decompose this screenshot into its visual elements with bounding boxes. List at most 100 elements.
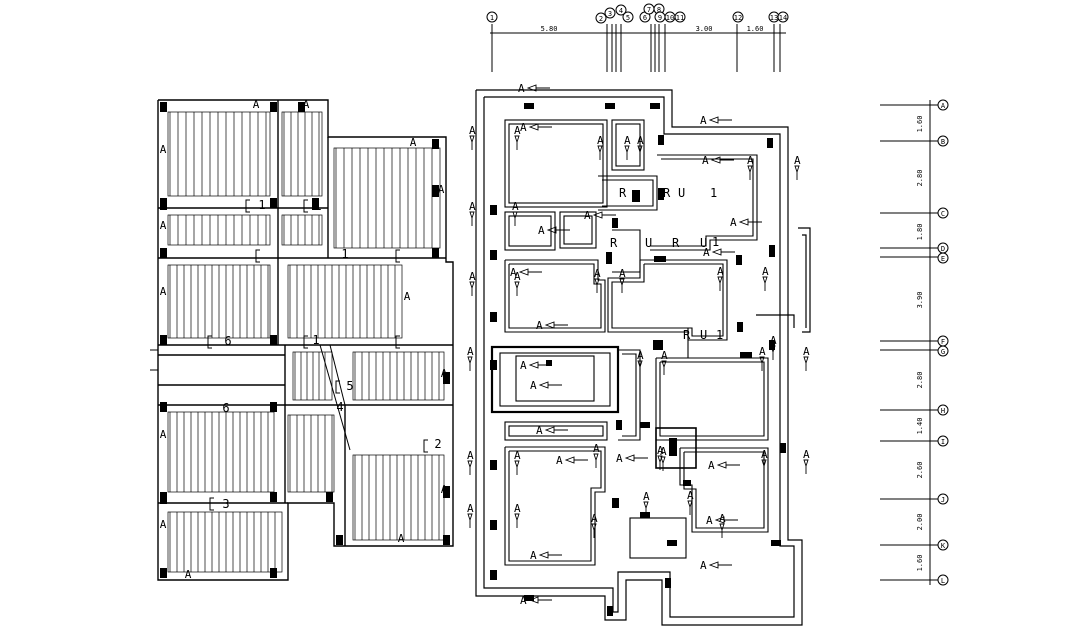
section-arrow-icon — [619, 278, 625, 293]
detail-label: R — [683, 328, 691, 342]
dimension-text: 1.40 — [916, 418, 924, 435]
section-arrow-icon — [544, 321, 568, 329]
top-grid-axis — [490, 24, 786, 72]
detail-label: 1 — [712, 235, 719, 249]
grid-label: A — [941, 102, 946, 110]
section-mark: A — [467, 449, 474, 462]
grid-bubble-1 — [486, 11, 498, 23]
section-arrow-icon — [593, 453, 599, 468]
section-arrow-icon — [747, 165, 753, 180]
grid-label: 10 — [666, 14, 674, 22]
grid-bubble-3 — [604, 7, 616, 19]
right-grid-axis — [880, 100, 938, 585]
grid-label: D — [941, 245, 945, 253]
section-mark: A — [538, 224, 545, 237]
section-mark: A — [593, 442, 600, 455]
section-mark: A — [624, 134, 631, 147]
grid-label: C — [941, 210, 945, 218]
section-mark: A — [410, 136, 417, 149]
grid-label: L — [941, 577, 945, 585]
section-arrow-icon — [564, 456, 588, 464]
section-arrow-icon — [761, 459, 767, 474]
section-arrow-icon — [643, 501, 649, 516]
grid-label: 6 — [643, 14, 647, 22]
right-grid-bubbles — [937, 99, 949, 586]
section-arrow-icon — [538, 551, 562, 559]
zone-label: 1 — [258, 198, 265, 212]
section-mark: A — [441, 367, 448, 380]
grid-label: K — [941, 542, 946, 550]
section-mark: A — [661, 349, 668, 362]
zone-label: 1 — [341, 247, 348, 261]
section-arrow-icon — [660, 456, 666, 471]
right-plan-detail-labels: R R U 1 R U R U 1 R U 1 — [610, 186, 723, 342]
section-arrow-icon — [637, 145, 643, 160]
grid-label: H — [941, 407, 945, 415]
section-arrow-icon — [716, 461, 740, 469]
grid-bubble-14 — [777, 11, 789, 23]
grid-label: 7 — [647, 6, 651, 14]
section-arrow-icon — [708, 116, 732, 124]
zone-label: 1 — [312, 333, 319, 347]
section-arrow-icon — [624, 454, 648, 462]
section-mark: A — [637, 349, 644, 362]
section-mark: A — [687, 489, 694, 502]
section-mark: A — [438, 183, 445, 196]
right-plan-section-arrows — [467, 84, 809, 604]
grid-label: I — [941, 438, 945, 446]
section-mark: A — [253, 98, 260, 111]
joist-field — [167, 214, 271, 246]
section-mark: A — [467, 345, 474, 358]
section-mark: A — [514, 449, 521, 462]
section-arrow-icon — [526, 84, 550, 92]
section-mark: A — [520, 359, 527, 372]
detail-label: 1 — [716, 328, 723, 342]
section-arrow-icon — [794, 165, 800, 180]
left-plan-brackets — [150, 199, 428, 511]
grid-label: 2 — [599, 15, 603, 23]
section-mark: A — [518, 82, 525, 95]
grid-label: E — [941, 255, 945, 263]
dimension-text: 2.60 — [916, 462, 924, 479]
zone-label: 1 — [314, 199, 321, 213]
grid-label: F — [941, 338, 945, 346]
section-mark: A — [706, 514, 713, 527]
detail-label: U — [678, 186, 685, 200]
section-arrow-icon — [657, 455, 663, 470]
section-arrow-icon — [738, 218, 762, 226]
section-mark: A — [160, 219, 167, 232]
section-arrow-icon — [467, 513, 473, 528]
section-mark: A — [185, 568, 192, 581]
detail-label: R — [663, 186, 671, 200]
zone-label: 6 — [222, 401, 229, 415]
section-mark: A — [469, 124, 476, 137]
section-mark: A — [530, 379, 537, 392]
detail-label: U — [700, 328, 707, 342]
joist-field — [352, 454, 445, 541]
section-mark: A — [160, 285, 167, 298]
detail-label: R — [619, 186, 627, 200]
section-mark: A — [597, 134, 604, 147]
section-mark: A — [469, 270, 476, 283]
dimension-text: 1.80 — [916, 224, 924, 241]
grid-label: G — [941, 348, 945, 356]
section-arrow-icon — [512, 211, 518, 226]
section-arrow-icon — [637, 360, 643, 375]
dimension-text: 1.60 — [747, 25, 764, 33]
dimension-text: 3.00 — [696, 25, 713, 33]
section-arrow-icon — [514, 513, 520, 528]
section-mark: A — [794, 154, 801, 167]
zone-label: 6 — [224, 334, 231, 348]
section-arrow-icon — [594, 278, 600, 293]
right-plan-rooms — [490, 119, 769, 566]
section-arrow-icon — [717, 276, 723, 291]
joist-field — [167, 264, 271, 339]
zone-label: 5 — [346, 379, 353, 393]
section-mark: A — [530, 549, 537, 562]
grid-label: 3 — [608, 10, 612, 18]
grid-label: 5 — [626, 14, 630, 22]
right-grid-bubble-labels: A B C D E F G H I J K L — [941, 102, 946, 585]
section-mark: A — [700, 114, 707, 127]
section-mark: A — [708, 459, 715, 472]
section-mark: A — [660, 445, 667, 458]
